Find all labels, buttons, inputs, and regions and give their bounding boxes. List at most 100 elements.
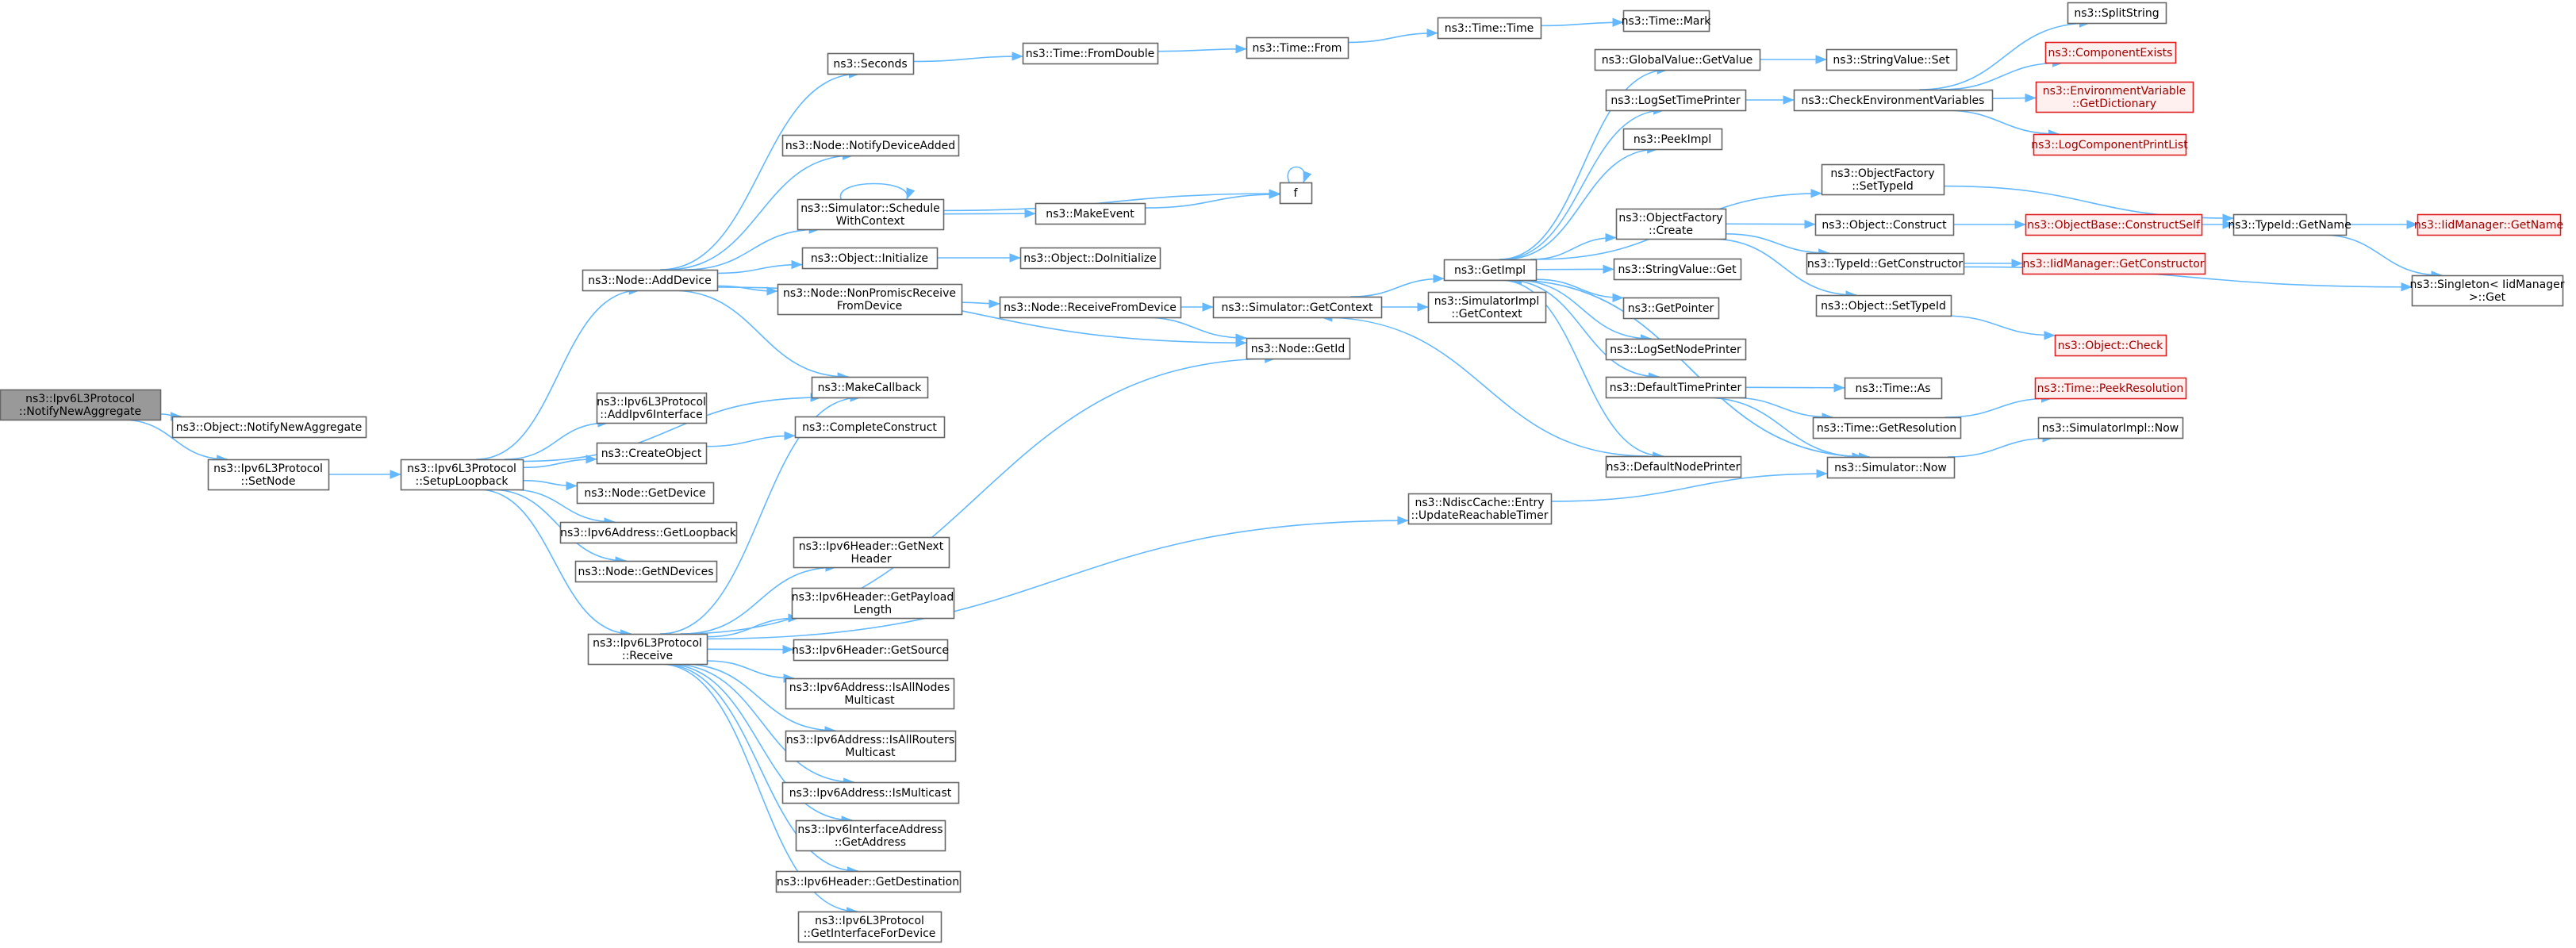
node-label: ns3::CheckEnvironmentVariables <box>1802 94 1985 107</box>
node-label: ns3::Ipv6Address::GetLoopback <box>560 527 737 539</box>
node-addIf[interactable]: ns3::Ipv6L3Protocol::AddIpv6Interface <box>596 392 708 424</box>
node-root[interactable]: ns3::Ipv6L3Protocol::NotifyNewAggregate <box>0 389 162 421</box>
node-obConstructSelf[interactable]: ns3::ObjectBase::ConstructSelf <box>2025 213 2203 236</box>
node-box <box>777 283 963 316</box>
node-label: ns3::PeekImpl <box>1634 133 1711 146</box>
node-timeTime[interactable]: ns3::Time::Time <box>1437 17 1542 40</box>
node-addDevice[interactable]: ns3::Node::AddDevice <box>582 269 719 292</box>
node-box <box>2037 416 2184 439</box>
node-label: ns3::Time::Mark <box>1622 15 1712 28</box>
node-nodeGetId[interactable]: ns3::Node::GetId <box>1246 337 1351 360</box>
node-box <box>1437 17 1542 40</box>
node-makeCallback[interactable]: ns3::MakeCallback <box>811 376 929 399</box>
node-seconds[interactable]: ns3::Seconds <box>827 52 915 75</box>
node-getSource[interactable]: ns3::Ipv6Header::GetSource <box>792 639 949 662</box>
node-makeEvent[interactable]: ns3::MakeEvent <box>1035 202 1146 225</box>
node-label: ns3::Node::GetId <box>1251 343 1345 355</box>
node-logSetTime[interactable]: ns3::LogSetTimePrinter <box>1605 89 1747 112</box>
node-box <box>2033 133 2187 156</box>
node-f[interactable]: f <box>1279 182 1313 205</box>
node-fromDouble[interactable]: ns3::Time::FromDouble <box>1022 42 1159 65</box>
node-recvFromDev[interactable]: ns3::Node::ReceiveFromDevice <box>999 296 1182 319</box>
node-label: ns3::Time::Time <box>1445 22 1534 35</box>
node-logSetNode[interactable]: ns3::LogSetNodePrinter <box>1605 338 1747 361</box>
node-box <box>1622 10 1710 33</box>
edge-setupLoop-to-getDevice <box>522 479 578 491</box>
node-svSet[interactable]: ns3::StringValue::Set <box>1825 48 1958 71</box>
node-box <box>1407 493 1553 525</box>
node-getLoopback[interactable]: ns3::Ipv6Address::GetLoopback <box>559 521 738 544</box>
node-setNode[interactable]: ns3::Ipv6L3Protocol::SetNode <box>207 459 330 491</box>
node-ofCreate[interactable]: ns3::ObjectFactory::Create <box>1615 208 1727 240</box>
node-isMulticast[interactable]: ns3::Ipv6Address::IsMulticast <box>781 781 960 804</box>
node-timeFrom[interactable]: ns3::Time::From <box>1246 36 1349 59</box>
node-objSetTypeId[interactable]: ns3::Object::SetTypeId <box>1815 294 1952 317</box>
node-timeGetRes[interactable]: ns3::Time::GetResolution <box>1812 416 1962 439</box>
node-splitString[interactable]: ns3::SplitString <box>2067 2 2167 25</box>
node-label: ns3::Node::NotifyDeviceAdded <box>785 140 955 152</box>
node-getIfForDev[interactable]: ns3::Ipv6L3Protocol::GetInterfaceForDevi… <box>797 911 942 943</box>
node-timeMark[interactable]: ns3::Time::Mark <box>1622 10 1712 33</box>
node-objInit[interactable]: ns3::Object::Initialize <box>801 247 939 270</box>
node-checkEnv[interactable]: ns3::CheckEnvironmentVariables <box>1793 89 1994 112</box>
node-getDest[interactable]: ns3::Ipv6Header::GetDestination <box>775 870 962 893</box>
node-box <box>785 677 955 710</box>
node-getPointer[interactable]: ns3::GetPointer <box>1622 297 1720 320</box>
node-objConstruct[interactable]: ns3::Object::Construct <box>1814 213 1955 236</box>
node-label: ns3::EnvironmentVariable <box>2043 85 2186 98</box>
node-label: ::SetTypeId <box>1852 180 1914 193</box>
node-svGet[interactable]: ns3::StringValue::Get <box>1613 258 1742 281</box>
node-receive[interactable]: ns3::Ipv6L3Protocol::Receive <box>587 633 708 666</box>
node-completeConstruct[interactable]: ns3::CompleteConstruct <box>794 416 946 439</box>
node-tidGetName[interactable]: ns3::TypeId::GetName <box>2228 213 2351 236</box>
node-label: ::NotifyNewAggregate <box>19 405 141 418</box>
node-getDevice[interactable]: ns3::Node::GetDevice <box>576 482 715 505</box>
node-objNotify[interactable]: ns3::Object::NotifyNewAggregate <box>171 416 367 439</box>
node-label: ns3::SimulatorImpl <box>1434 295 1540 308</box>
node-label: ns3::Time::As <box>1855 382 1930 395</box>
node-logCompPrint[interactable]: ns3::LogComponentPrintList <box>2031 133 2188 156</box>
node-gvGetValue[interactable]: ns3::GlobalValue::GetValue <box>1594 48 1761 71</box>
node-envGetDict[interactable]: ns3::EnvironmentVariable::GetDictionary <box>2035 81 2194 113</box>
node-simNow[interactable]: ns3::Simulator::Now <box>1826 456 1956 479</box>
node-label: f <box>1294 187 1299 200</box>
node-ifaceGetAddr[interactable]: ns3::Ipv6InterfaceAddress::GetAddress <box>795 819 946 852</box>
node-getImpl[interactable]: ns3::GetImpl <box>1443 259 1538 282</box>
node-doInit[interactable]: ns3::Object::DoInitialize <box>1019 247 1161 270</box>
node-label: Header <box>851 553 892 566</box>
node-label: ns3::GetPointer <box>1628 302 1714 315</box>
node-ofSetTypeId[interactable]: ns3::ObjectFactory::SetTypeId <box>1821 163 1945 196</box>
node-simGetCtx[interactable]: ns3::Simulator::GetContext <box>1212 296 1383 319</box>
edge-receive-to-getPayload <box>706 613 800 638</box>
node-timeAs[interactable]: ns3::Time::As <box>1844 377 1943 400</box>
node-simImplGetCtx[interactable]: ns3::SimulatorImpl::GetContext <box>1427 291 1547 324</box>
node-peekImpl[interactable]: ns3::PeekImpl <box>1622 128 1723 151</box>
node-label: ns3::ObjectBase::ConstructSelf <box>2027 219 2201 232</box>
node-box <box>1279 182 1313 205</box>
node-defNode[interactable]: ns3::DefaultNodePrinter <box>1605 455 1742 478</box>
node-iidGetCtor[interactable]: ns3::IidManager::GetConstructor <box>2021 252 2206 275</box>
node-singletonGet[interactable]: ns3::Singleton< IidManager>::Get <box>2410 274 2565 307</box>
edge-getImpl-to-defTime <box>1506 279 1660 382</box>
node-simImplNow[interactable]: ns3::SimulatorImpl::Now <box>2037 416 2184 439</box>
node-compExists[interactable]: ns3::ComponentExists <box>2044 41 2177 64</box>
node-setupLoop[interactable]: ns3::Ipv6L3Protocol::SetupLoopback <box>400 459 524 491</box>
edge-schedCtx-to-schedCtx <box>839 182 916 200</box>
node-createObj[interactable]: ns3::CreateObject <box>596 442 708 465</box>
node-ndiscUpd[interactable]: ns3::NdiscCache::Entry::UpdateReachableT… <box>1407 493 1553 525</box>
node-objCheck[interactable]: ns3::Object::Check <box>2054 334 2167 357</box>
node-label: ns3::NdiscCache::Entry <box>1415 497 1545 509</box>
node-label: ns3::Ipv6InterfaceAddress <box>797 823 942 836</box>
node-tidGetCtor[interactable]: ns3::TypeId::GetConstructor <box>1806 252 1965 275</box>
node-defTime[interactable]: ns3::DefaultTimePrinter <box>1605 376 1747 399</box>
node-iidGetName[interactable]: ns3::IidManager::GetName <box>2414 213 2563 236</box>
node-getNDevices[interactable]: ns3::Node::GetNDevices <box>574 560 718 583</box>
node-peekRes[interactable]: ns3::Time::PeekResolution <box>2034 377 2187 400</box>
node-notifyDevAdded[interactable]: ns3::Node::NotifyDeviceAdded <box>781 134 960 157</box>
